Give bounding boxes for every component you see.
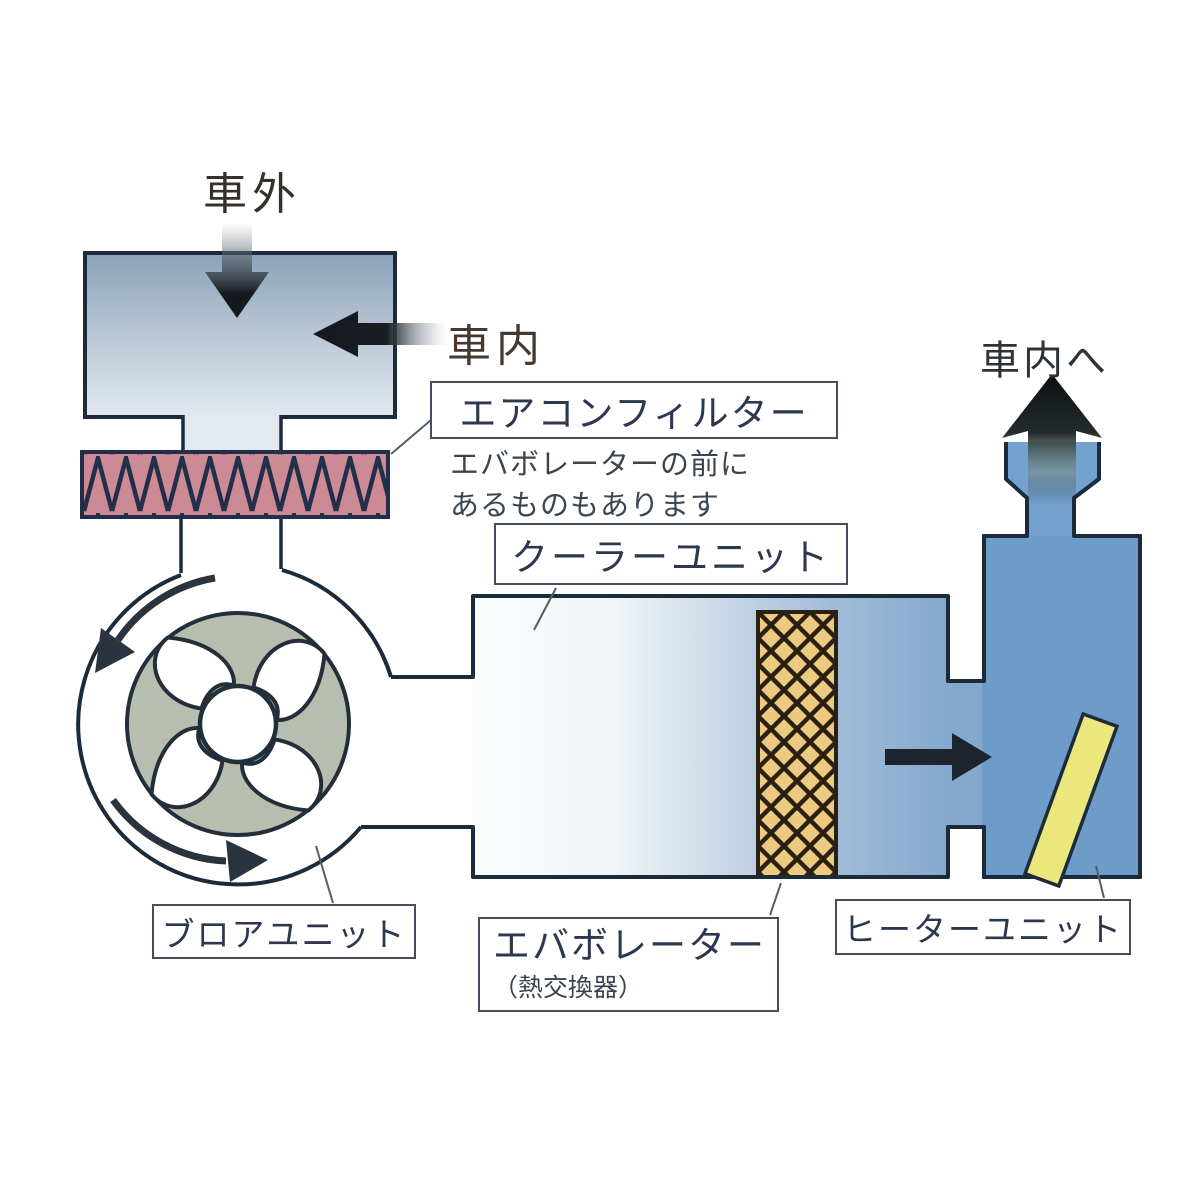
air-filter-label-box: エアコンフィルター [430, 381, 838, 439]
intake-connector-duct [181, 415, 283, 454]
heater-unit-label-box: ヒーターユニット [835, 899, 1131, 955]
fan-rotation-arrow-top-icon [95, 574, 216, 673]
evaporator-label-box: エバボレーター （熱交換器） [478, 917, 779, 1012]
filter-note-line1: エバボレーターの前に [450, 447, 751, 481]
heater-flap [1022, 711, 1120, 889]
cabin-outlet-up-arrow-icon [1002, 374, 1102, 505]
fan-rotation-arrow-bottom-icon [110, 797, 268, 882]
to-cabin-label: 車内へ [980, 338, 1109, 384]
outside-air-label: 車外 [203, 169, 301, 220]
filter-note-line2: あるものもあります [450, 488, 721, 523]
airflow-right-arrow-icon [885, 733, 992, 781]
outside-air-down-arrow-icon [205, 224, 269, 318]
evaporator-sub-label: （熱交換器） [493, 972, 644, 1002]
inside-air-left-arrow-icon [313, 311, 447, 357]
label-leader-lines [315, 419, 1105, 916]
blower-unit-label-box: ブロアユニット [152, 904, 416, 959]
filter-note: エバボレーターの前に あるものもあります [450, 444, 750, 526]
inside-air-label: 車内 [447, 321, 545, 372]
cooler-unit-duct [473, 596, 986, 877]
evaporator-core [756, 610, 838, 879]
cabin-air-filter-strip [80, 450, 390, 519]
blower-fan [125, 611, 351, 837]
evaporator-label: エバボレーター [493, 924, 766, 968]
cooler-unit-label-box: クーラーユニット [494, 523, 848, 585]
